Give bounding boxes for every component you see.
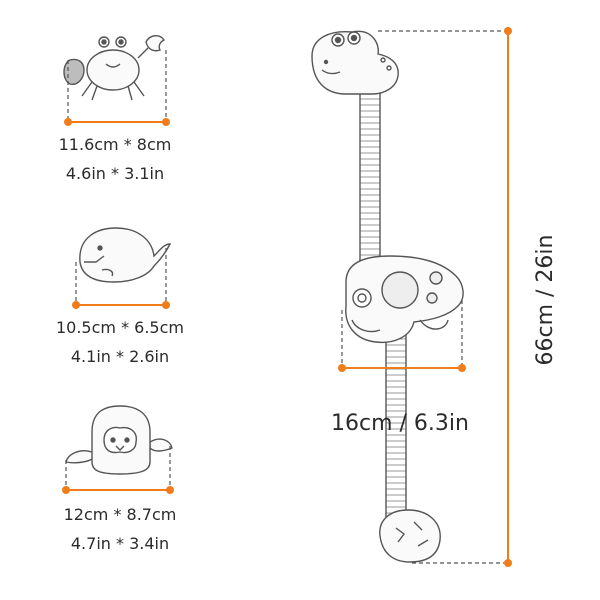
whale-dimension-line [72, 248, 170, 309]
whale-toy-drawing [79, 227, 172, 283]
penguin-toy-drawing [65, 405, 173, 475]
crab-size-in: 4.6in * 3.1in [65, 164, 165, 183]
penguin-size-in: 4.7in * 3.4in [70, 534, 170, 553]
dinosaur-shower-drawing [311, 30, 464, 563]
crab-toy-drawing [63, 35, 166, 101]
shower-width-label: 16cm / 6.3in [331, 411, 469, 436]
crab-dimension-line [64, 50, 170, 126]
shower-height-label: 66cm / 26in [533, 234, 558, 366]
shower-height-dimension-line [378, 27, 512, 567]
shower-width-dimension-line [338, 300, 466, 372]
whale-size-in: 4.1in * 2.6in [70, 347, 170, 366]
penguin-size-cm: 12cm * 8.7cm [63, 505, 177, 524]
crab-size-cm: 11.6cm * 8cm [58, 135, 172, 154]
whale-size-cm: 10.5cm * 6.5cm [55, 318, 184, 337]
penguin-dimension-line [62, 446, 174, 494]
